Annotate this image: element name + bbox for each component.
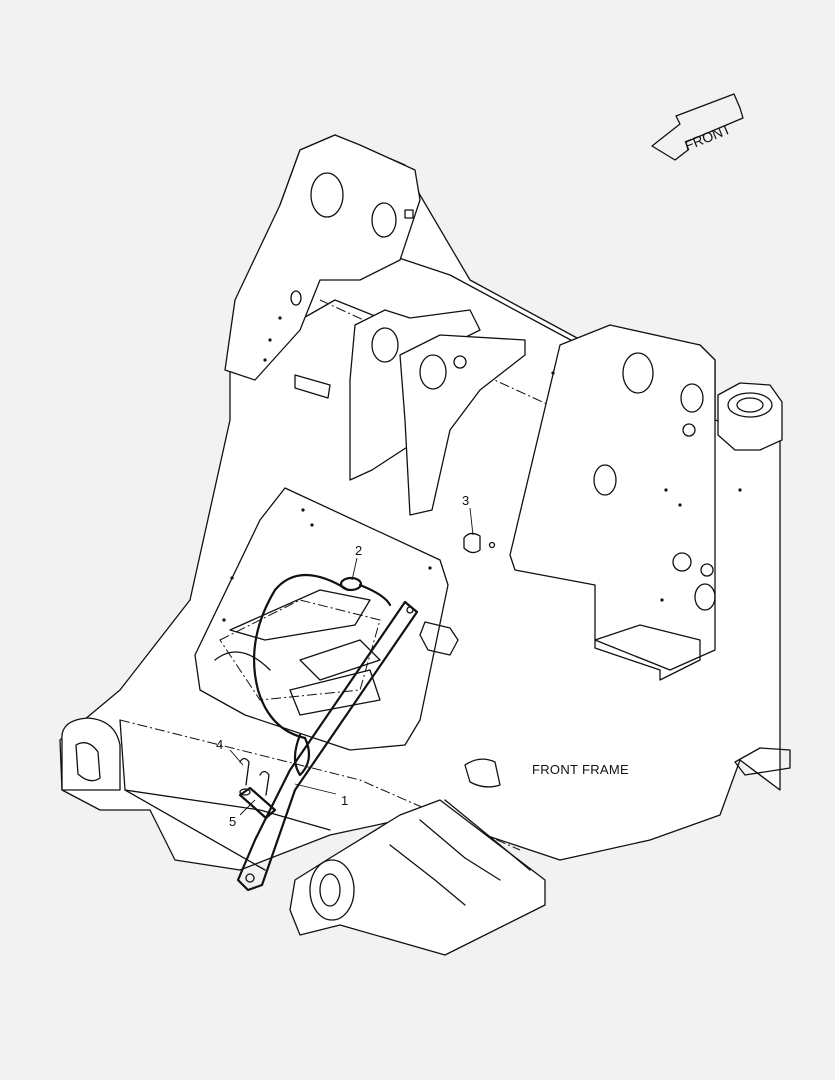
right-tower [509,324,716,671]
part-3-plug [463,532,496,554]
callout-2: 2 [355,543,362,558]
callout-4: 4 [216,737,223,752]
callout-3: 3 [462,493,469,508]
arrow-left-icon [651,93,744,161]
front-direction-arrow: FRONT [651,93,744,161]
part-2-cable-harness [253,573,392,777]
assembly-label: FRONT FRAME [532,762,629,777]
lower-left-ear [61,717,121,791]
access-window [194,487,449,751]
callout-1: 1 [341,793,348,808]
part-4-lynch-pins [239,757,270,796]
lower-mount-bracket [289,799,546,956]
front-label: FRONT [682,120,733,153]
part-5-pin [238,786,277,820]
left-tower [224,134,421,381]
center-bracket-right [399,334,526,516]
front-frame-body [59,134,791,956]
callout-5: 5 [229,814,236,829]
part-1-link-bar [236,600,419,892]
